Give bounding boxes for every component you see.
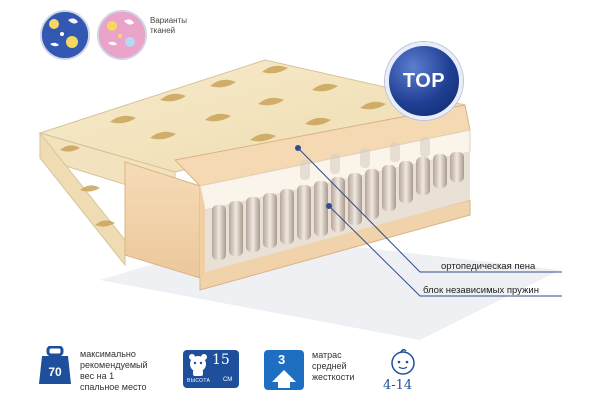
- weight-description: максимально рекомендуемый вес на 1 спаль…: [80, 349, 148, 393]
- weight-line4: спальное место: [80, 382, 147, 392]
- firmness-icon: [264, 350, 304, 390]
- weight-line3: вес на 1: [80, 371, 115, 381]
- fabric-options-line2: тканей: [150, 26, 176, 35]
- fabric-swatch-blue[interactable]: [40, 10, 90, 60]
- spring-coil: [416, 157, 430, 195]
- height-icon: [183, 350, 239, 388]
- fabric-swatch-pink[interactable]: [97, 10, 147, 60]
- weight-value: 70: [48, 365, 62, 379]
- weight-line2: рекомендуемый: [80, 360, 148, 370]
- fabric-options-label: Варианты тканей: [150, 16, 187, 36]
- spring-coil: [399, 161, 413, 203]
- spring-coil: [263, 193, 277, 248]
- foam-layer-edge: [200, 186, 205, 278]
- height-unit: СМ: [223, 377, 233, 383]
- firmness-value: 3: [278, 352, 286, 367]
- spring-coil: [382, 165, 396, 211]
- spring-coil: [433, 154, 447, 188]
- firmness-line1: матрас: [312, 350, 342, 360]
- baby-icon: [389, 347, 417, 377]
- spring-coil: [297, 185, 311, 240]
- firmness-line3: жесткости: [312, 372, 355, 382]
- fabric-pattern-pink: [99, 12, 145, 58]
- height-label: ВЫСОТА: [187, 378, 211, 384]
- spring-coil: [331, 177, 345, 232]
- spring-coil: [365, 169, 379, 219]
- spring-coil: [314, 181, 328, 236]
- foam-layer-front: [124, 161, 201, 279]
- arrow-up-icon: [272, 370, 296, 388]
- spring-coil: [212, 205, 226, 260]
- weight-icon: 70: [38, 345, 72, 386]
- callout-line-springs: [328, 205, 562, 297]
- bear-icon: [189, 354, 207, 376]
- height-value: 15: [212, 352, 230, 368]
- spring-row: [212, 152, 464, 260]
- top-badge: TOP: [385, 42, 463, 120]
- spring-coil: [229, 201, 243, 256]
- spring-coil: [246, 197, 260, 252]
- callout-lines: [297, 147, 562, 297]
- age-range: 4-14: [383, 378, 413, 393]
- spring-coil: [348, 173, 362, 225]
- callout-foam-label: ортопедическая пена: [441, 261, 536, 272]
- spring-coil: [280, 189, 294, 244]
- spring-row-back: [300, 137, 430, 180]
- callout-springs-label: блок независимых пружин: [423, 285, 539, 296]
- callout-dot-foam: [295, 145, 301, 151]
- feather-pattern: [60, 65, 386, 227]
- firmness-line2: средней: [312, 361, 347, 371]
- fabric-options-line1: Варианты: [150, 16, 187, 25]
- callout-line-foam: [297, 147, 562, 273]
- firmness-description: матрас средней жесткости: [312, 350, 354, 383]
- fabric-pattern-blue: [42, 12, 88, 58]
- callout-dot-springs: [326, 203, 332, 209]
- spring-coil: [450, 152, 464, 182]
- weight-line1: максимально: [80, 349, 136, 359]
- mattress-front-cover: [39, 131, 126, 267]
- top-badge-text: TOP: [402, 69, 446, 92]
